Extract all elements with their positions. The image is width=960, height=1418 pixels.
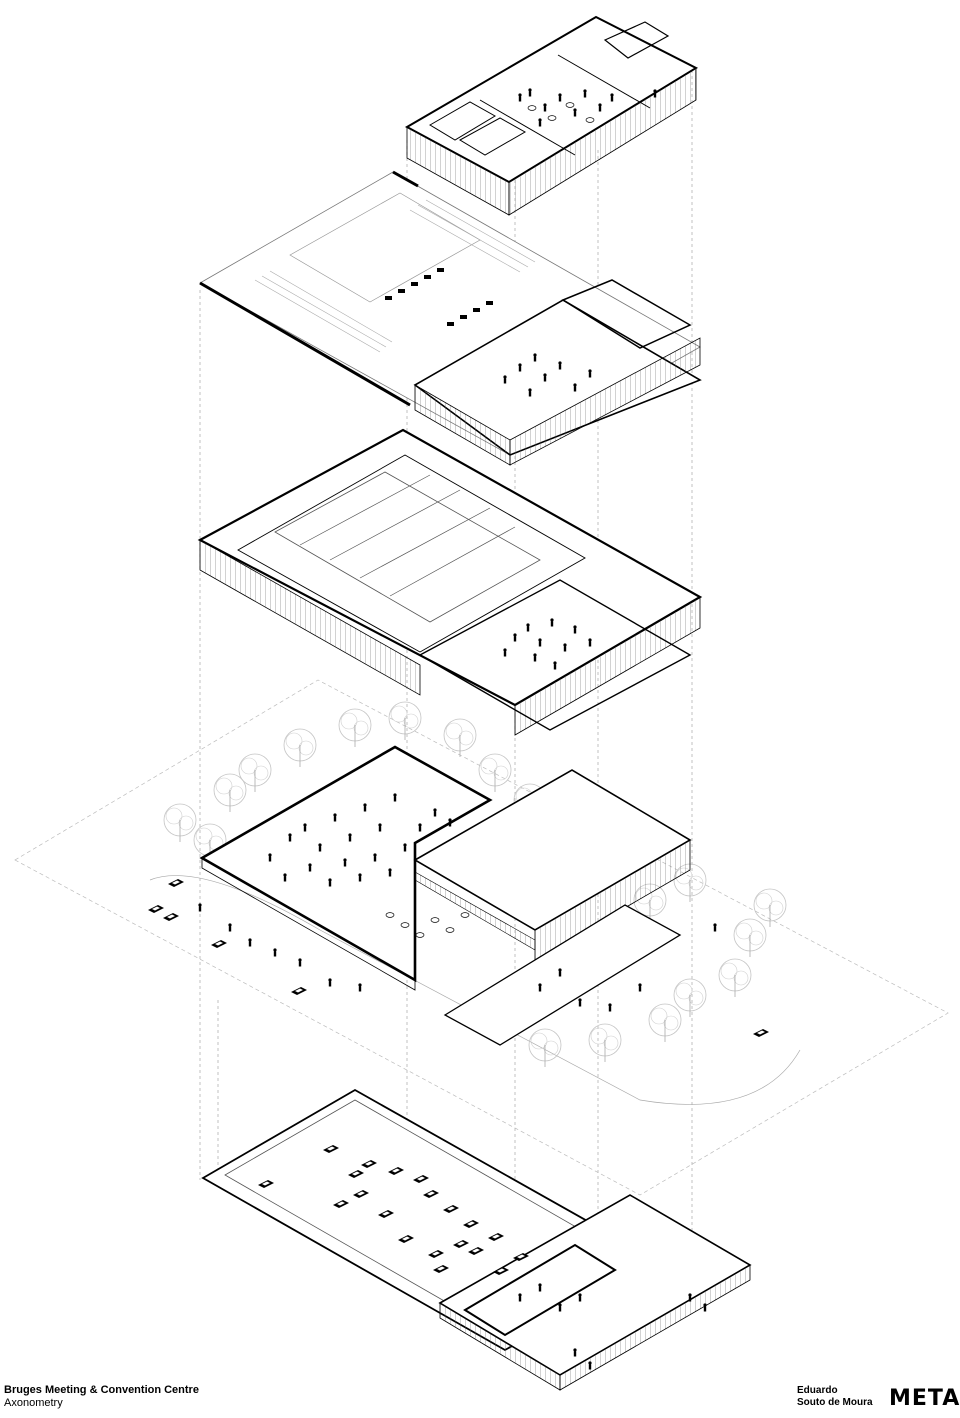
level-exhibition (197, 428, 703, 736)
level-roof (404, 15, 699, 216)
level-parking (201, 1088, 752, 1391)
seat-rows (254, 199, 536, 353)
stage-blocks (385, 268, 493, 326)
drawing-caption: Bruges Meeting & Convention Centre Axono… (4, 1384, 199, 1410)
architect-credit: Eduardo Souto de Moura (797, 1385, 873, 1409)
drawing-type: Axonometry (4, 1397, 63, 1409)
project-title: Bruges Meeting & Convention Centre (4, 1384, 199, 1396)
level-ground (14, 679, 949, 1196)
level-auditorium (199, 170, 702, 466)
meta-logo: META (889, 1386, 960, 1411)
architect-first-name: Eduardo (797, 1385, 838, 1396)
architect-last-name: Souto de Moura (797, 1397, 873, 1408)
hall-roof-ridges (299, 474, 516, 597)
